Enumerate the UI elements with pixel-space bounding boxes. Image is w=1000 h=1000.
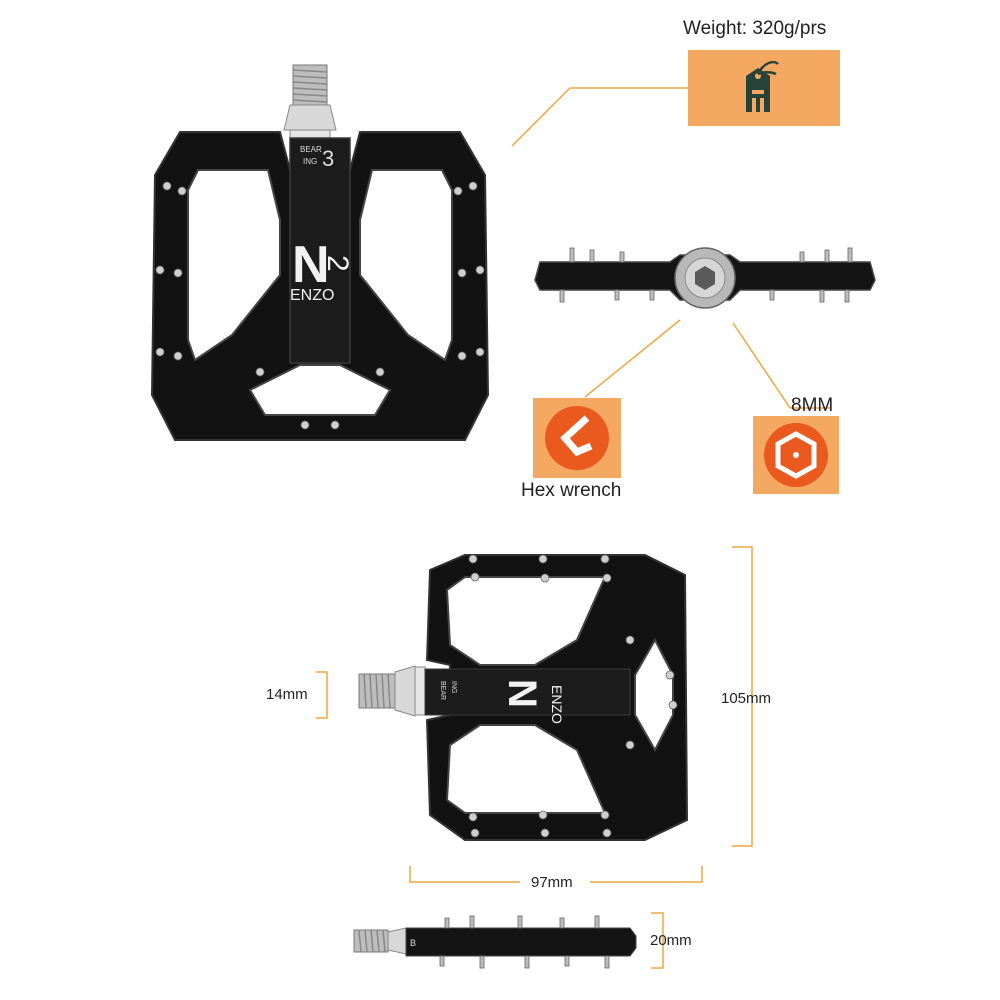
svg-text:BEAR: BEAR: [439, 681, 446, 700]
axle-diameter-label: 14mm: [266, 686, 308, 703]
pedal-thickness-view-image: B: [353, 915, 637, 969]
hex-socket-icon-box: [753, 416, 839, 494]
weight-label: Weight: 320g/prs: [683, 18, 827, 39]
length-label: 105mm: [721, 690, 772, 707]
pedal-side-view-image: [534, 247, 876, 309]
svg-text:ING: ING: [303, 157, 317, 166]
hex-wrench-icon-box: [533, 398, 621, 478]
svg-text:ING: ING: [450, 681, 457, 693]
price-tag-weight-icon: [746, 60, 779, 112]
pedal-pins: [155, 181, 485, 430]
weight-icon-box: [688, 50, 840, 126]
brand-logo: N: [292, 236, 330, 294]
svg-text:B: B: [410, 938, 416, 948]
width-label: 97mm: [531, 874, 573, 891]
size-label: 8MM: [791, 395, 834, 416]
thickness-label: 20mm: [650, 932, 692, 949]
pedal-dimension-view-image: BEAR ING N ENZO: [358, 554, 689, 841]
hex-socket-icon: [764, 423, 828, 487]
svg-text:N: N: [500, 679, 544, 708]
pedal-top-view-image: BEAR ING 3 N 2 ENZO: [150, 64, 490, 441]
svg-text:ENZO: ENZO: [549, 685, 565, 724]
brand-text: ENZO: [290, 287, 334, 304]
svg-text:2: 2: [321, 255, 354, 272]
bearing-text: BEAR: [300, 145, 322, 154]
hex-wrench-label: Hex wrench: [521, 480, 622, 501]
bearing-logo: 3: [322, 146, 334, 171]
pedal-axle-side: [358, 665, 426, 717]
hex-wrench-icon: [545, 406, 609, 470]
pedal-axle: [283, 64, 337, 139]
